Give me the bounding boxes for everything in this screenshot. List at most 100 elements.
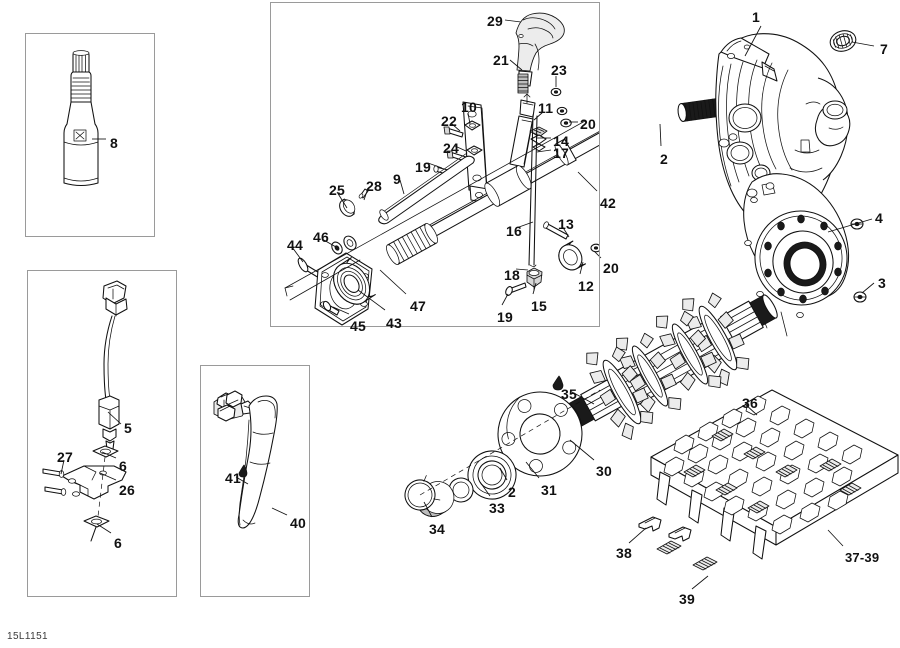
callout-46-nut-small: 46 xyxy=(313,229,329,245)
callout-19-bolt-lower: 19 xyxy=(497,309,513,325)
leader-13 xyxy=(561,225,570,238)
leader-6 xyxy=(101,451,117,459)
callout-28-pin: 28 xyxy=(366,178,382,194)
callout-34-snap-ring: 34 xyxy=(429,521,445,537)
callout-17-retainer: 17 xyxy=(553,145,569,161)
callout-21-spring: 21 xyxy=(493,52,509,68)
callout-20-nut-lower: 20 xyxy=(603,260,619,276)
leader-26 xyxy=(99,472,117,481)
grease-bottle-inset-box xyxy=(25,33,155,237)
leader-3 xyxy=(861,282,875,294)
leader-44 xyxy=(291,246,304,263)
drive-shaft-main-panel-box xyxy=(270,2,600,327)
callout-13-shift-fork-pin: 13 xyxy=(558,216,574,232)
speed-sensor-inset-box xyxy=(27,270,177,597)
callout-5-speed-sensor: 5 xyxy=(124,420,132,436)
brake-lever-artwork xyxy=(213,390,278,529)
callout-35-grease-point: 35 xyxy=(561,386,577,402)
leader-16 xyxy=(518,221,534,228)
leader-36 xyxy=(744,403,758,416)
leader-41 xyxy=(235,476,249,485)
callout-2-spacer: 2 xyxy=(508,484,516,500)
leader-4 xyxy=(827,218,873,233)
callout-47-bearing: 47 xyxy=(410,298,426,314)
leader-19 xyxy=(427,162,443,169)
leader-3739 xyxy=(827,529,844,547)
leader-40 xyxy=(271,507,288,516)
leader-33 xyxy=(479,481,491,497)
grease-tube-artwork xyxy=(63,50,99,187)
callout-18-clip: 18 xyxy=(504,267,520,283)
callout-26-sensor-bracket: 26 xyxy=(119,482,135,498)
callout-6-washer-upper: 6 xyxy=(119,458,127,474)
leader-2a xyxy=(659,123,662,147)
callout-45-screw: 45 xyxy=(350,318,366,334)
callout-36-track: 36 xyxy=(742,395,758,411)
brake-lever-inset-box xyxy=(200,365,310,597)
callout-22-bolt: 22 xyxy=(441,113,457,129)
leader-17 xyxy=(536,149,552,153)
callout-41-grease-drop: 41 xyxy=(225,470,241,486)
drive-axle-artwork xyxy=(566,292,778,440)
callout-11-shift-rod: 11 xyxy=(538,100,554,116)
speed-sensor-artwork xyxy=(42,280,128,542)
leader-38 xyxy=(628,527,647,544)
callout-33-ring: 33 xyxy=(489,500,505,516)
leader-29 xyxy=(504,19,522,23)
leader-46 xyxy=(321,238,337,248)
drive-shaft-artwork xyxy=(284,12,599,326)
leader-21 xyxy=(509,59,523,71)
callout-1-chaincase-housing: 1 xyxy=(752,9,760,25)
callout-3-nut-lower: 3 xyxy=(878,275,886,291)
leader-22 xyxy=(451,123,461,132)
callout-25-ring: 25 xyxy=(329,182,345,198)
leader-28 xyxy=(363,187,369,201)
leader-42 xyxy=(577,171,598,192)
diagram-code: 15L1151 xyxy=(7,631,48,642)
leader-5 xyxy=(107,411,122,425)
callout-38-clip: 38 xyxy=(616,545,632,561)
leader-lines xyxy=(60,19,875,590)
leader-34 xyxy=(423,501,433,518)
callout-16-shift-rod-lower: 16 xyxy=(506,223,522,239)
callout-6-washer-lower: 6 xyxy=(114,535,122,551)
callout-12-shift-fork: 12 xyxy=(578,278,594,294)
leader-18 xyxy=(515,268,529,271)
leader-11 xyxy=(533,111,544,121)
leader-24 xyxy=(454,145,467,152)
chaincase-housing-artwork xyxy=(677,30,867,337)
callout-2-spacer-sleeve: 2 xyxy=(660,151,668,167)
leader-47 xyxy=(379,269,407,295)
callout-44-bolt: 44 xyxy=(287,237,303,253)
callout-10-washer: 10 xyxy=(461,99,477,115)
callout-4-nut-upper: 4 xyxy=(875,210,883,226)
callout-43-flange-housing: 43 xyxy=(386,315,402,331)
callout-39-insert: 39 xyxy=(679,591,695,607)
leader-27 xyxy=(60,459,65,475)
callout-7-oil-seal: 7 xyxy=(880,41,888,57)
callout-24-screw: 24 xyxy=(443,140,459,156)
leader-43 xyxy=(357,289,386,311)
callout-31-bearing: 31 xyxy=(541,482,557,498)
leader-31 xyxy=(525,461,540,479)
callout-40-brake-lever: 40 xyxy=(290,515,306,531)
leader-35 xyxy=(571,391,595,405)
callout-29-shift-lever-knob: 29 xyxy=(487,13,503,29)
track-assembly-artwork xyxy=(638,389,899,571)
leader-19b xyxy=(501,293,509,306)
leader-15 xyxy=(532,282,537,295)
callout-30-drive-sprocket-flange: 30 xyxy=(596,463,612,479)
axle-bearing-stack-artwork xyxy=(404,375,601,517)
leader-25 xyxy=(336,191,348,209)
leader-45 xyxy=(332,306,350,315)
leader-30 xyxy=(569,439,595,461)
callout-9-shift-shaft: 9 xyxy=(393,171,401,187)
callout-42-drive-shaft: 42 xyxy=(600,195,616,211)
callout-8-grease-tube: 8 xyxy=(110,135,118,151)
callout-19-pin-upper: 19 xyxy=(415,159,431,175)
leader-10 xyxy=(467,112,471,125)
callout-23-nut: 23 xyxy=(551,62,567,78)
callout-15-joint: 15 xyxy=(531,298,547,314)
